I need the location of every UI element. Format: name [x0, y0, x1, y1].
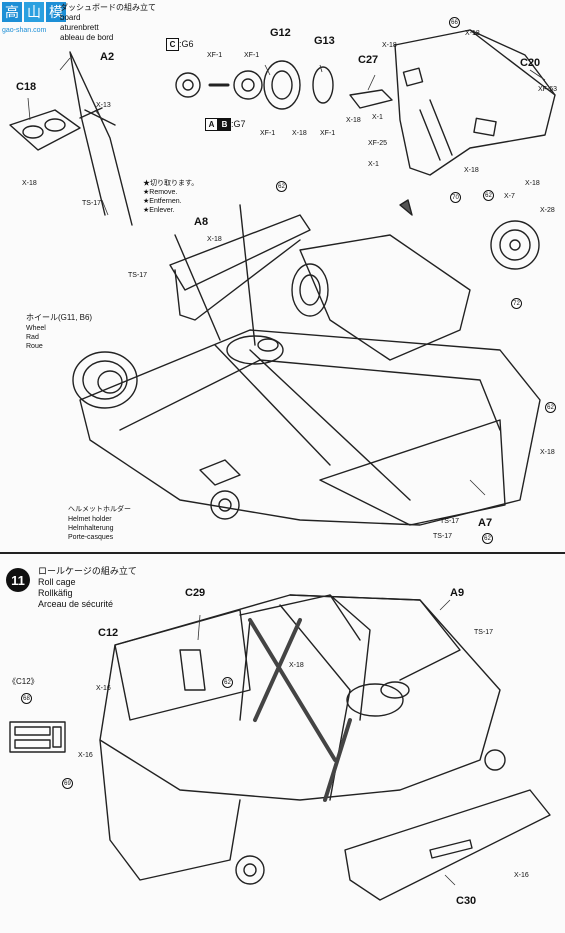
step-number: 11 [6, 568, 30, 592]
label-x18h: X-18 [525, 180, 540, 187]
label-ts17-bottom: TS-17 [474, 629, 494, 636]
marker-70: 70 [450, 192, 461, 203]
label-xf1c: XF-1 [260, 130, 276, 137]
box-letter-b: B [218, 118, 231, 131]
note-en: ★Remove. [143, 189, 178, 196]
note-jp: ★切り取ります。 [143, 180, 199, 187]
label-ab-g7: :G7 [231, 119, 246, 129]
label-g12: G12 [270, 27, 291, 39]
label-x18-bottom: X-18 [289, 662, 304, 669]
watermark-site: gao-shan.com [2, 27, 47, 34]
helmet-label-jp: ヘルメットホルダー [68, 506, 131, 513]
label-c12: C12 [98, 627, 119, 639]
marker-69: 69 [62, 778, 73, 789]
label-xf1b: XF-1 [244, 52, 260, 59]
label-x18c: X-18 [292, 130, 307, 137]
label-c20: C20 [520, 57, 541, 69]
wheel-label-en: Wheel [26, 325, 46, 332]
label-ts17a: TS-17 [82, 200, 102, 207]
label-xf63: XF-63 [538, 86, 558, 93]
label-xf25: XF-25 [368, 140, 388, 147]
box-letter-c: C [166, 38, 179, 51]
svg-text:模: 模 [49, 5, 63, 21]
label-c30: C30 [456, 895, 477, 907]
note-fr: ★Enlever. [143, 207, 175, 214]
label-a8: A8 [194, 216, 209, 228]
label-x16c: X-16 [514, 872, 529, 879]
label-x18e: X-18 [465, 30, 480, 37]
label-c29: C29 [185, 587, 206, 599]
label-a7: A7 [478, 517, 493, 529]
marker-62b: 62 [483, 190, 494, 201]
label-x16b: X-16 [78, 752, 93, 759]
label-ts17d: TS-17 [433, 533, 453, 540]
watermark-logo: 高 山 模 gao-shan.com [0, 0, 70, 40]
label-ts17b: TS-17 [128, 272, 148, 279]
wheel-label-de: Rad [26, 334, 39, 341]
label-x18i: X-18 [540, 449, 555, 456]
label-c-g6: :G6 [179, 39, 194, 49]
svg-text:高: 高 [5, 4, 19, 21]
label-x1a: X-1 [372, 114, 383, 121]
marker-62c: 62 [545, 402, 556, 413]
label-c18: C18 [16, 81, 37, 93]
note-de: ★Entfernen. [143, 198, 182, 205]
marker-72: 72 [511, 298, 522, 309]
header-line2: aturenbrett [60, 23, 99, 32]
label-ts17c: TS-17 [440, 518, 460, 525]
header-jp-title: ダッシュボードの組み立て [60, 3, 156, 12]
label-c12-detail: 《C12》 [8, 677, 39, 686]
label-x18f: X-18 [346, 117, 361, 124]
label-xf1d: XF-1 [320, 130, 336, 137]
label-g13: G13 [314, 35, 335, 47]
header-line1: board [60, 13, 81, 22]
wheel-label-jp: ホイール(G11, B6) [26, 313, 93, 322]
marker-66: 66 [449, 17, 460, 28]
step-title-jp: ロールケージの組み立て [38, 566, 137, 576]
label-a2: A2 [100, 51, 115, 63]
helmet-label-de: Helmhalterung [68, 525, 114, 532]
helmet-label-fr: Porte-casques [68, 534, 114, 541]
wheel-label-fr: Roue [26, 343, 43, 350]
label-x18d: X-18 [382, 42, 397, 49]
marker-68: 68 [21, 693, 32, 704]
label-x18a: X-18 [22, 180, 37, 187]
label-x7: X-7 [504, 193, 515, 200]
helmet-label-en: Helmet holder [68, 516, 112, 523]
label-c27: C27 [358, 54, 379, 66]
marker-62e: 62 [222, 677, 233, 688]
marker-62a: 62 [276, 181, 287, 192]
section-divider [0, 552, 565, 554]
label-x28: X-28 [540, 207, 555, 214]
svg-text:山: 山 [27, 5, 41, 21]
label-xf1a: XF-1 [207, 52, 223, 59]
box-letter-a: A [205, 118, 218, 131]
label-x16a: X-16 [96, 685, 111, 692]
label-x13: X-13 [96, 102, 111, 109]
marker-62d: 62 [482, 533, 493, 544]
label-a9: A9 [450, 587, 465, 599]
label-x18g: X-18 [464, 167, 479, 174]
label-x18b: X-18 [207, 236, 222, 243]
label-x1b: X-1 [368, 161, 379, 168]
header-line3: ableau de bord [60, 33, 114, 42]
step-title-en: Roll cage [38, 577, 76, 587]
step-title-de: Rollkäfig [38, 588, 73, 598]
step-title-fr: Arceau de sécurité [38, 599, 114, 609]
